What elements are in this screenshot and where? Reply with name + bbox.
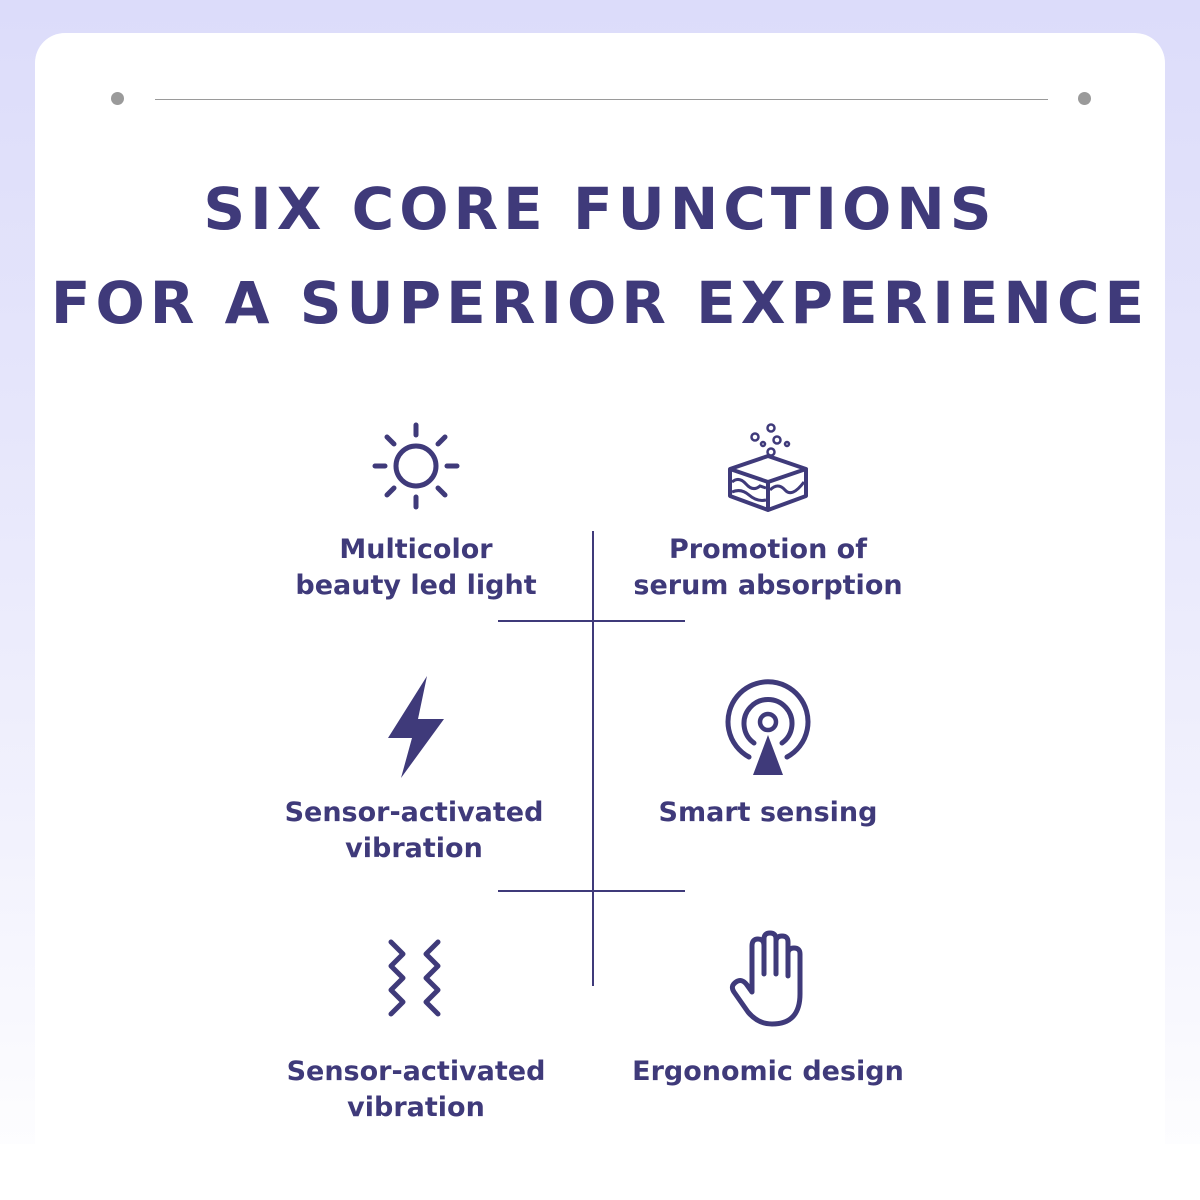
- bottom-strip: [0, 1144, 1200, 1200]
- page-title-line1: SIX CORE FUNCTIONS: [203, 175, 997, 243]
- feature-label-sensor-vibration-1: Sensor-activated vibration: [284, 797, 544, 864]
- grid-divider-horizontal-2: [498, 890, 685, 892]
- feature-label-serum-absorption: Promotion of serum absorption: [633, 534, 903, 601]
- grid-divider-horizontal-1: [498, 620, 685, 622]
- feature-label-sensor-vibration-2: Sensor-activated vibration: [286, 1056, 546, 1123]
- grid-divider-vertical: [592, 531, 594, 986]
- feature-label-led-light: Multicolor beauty led light: [295, 534, 537, 601]
- content-card: [35, 33, 1165, 1144]
- feature-label-smart-sensing: Smart sensing: [658, 797, 878, 828]
- hand-icon: [729, 930, 803, 1027]
- lightning-icon: [388, 676, 444, 778]
- skin-layer-icon: [728, 423, 808, 512]
- vibration-wave-icon: [388, 939, 441, 1017]
- decor-dot-left: [111, 92, 124, 105]
- sensor-signal-icon: [725, 679, 811, 775]
- sun-icon: [372, 422, 460, 510]
- decor-dot-right: [1078, 92, 1091, 105]
- feature-label-ergonomic-design: Ergonomic design: [632, 1056, 904, 1087]
- header-divider: [155, 99, 1048, 100]
- page-title-line2: FOR A SUPERIOR EXPERIENCE: [50, 269, 1150, 337]
